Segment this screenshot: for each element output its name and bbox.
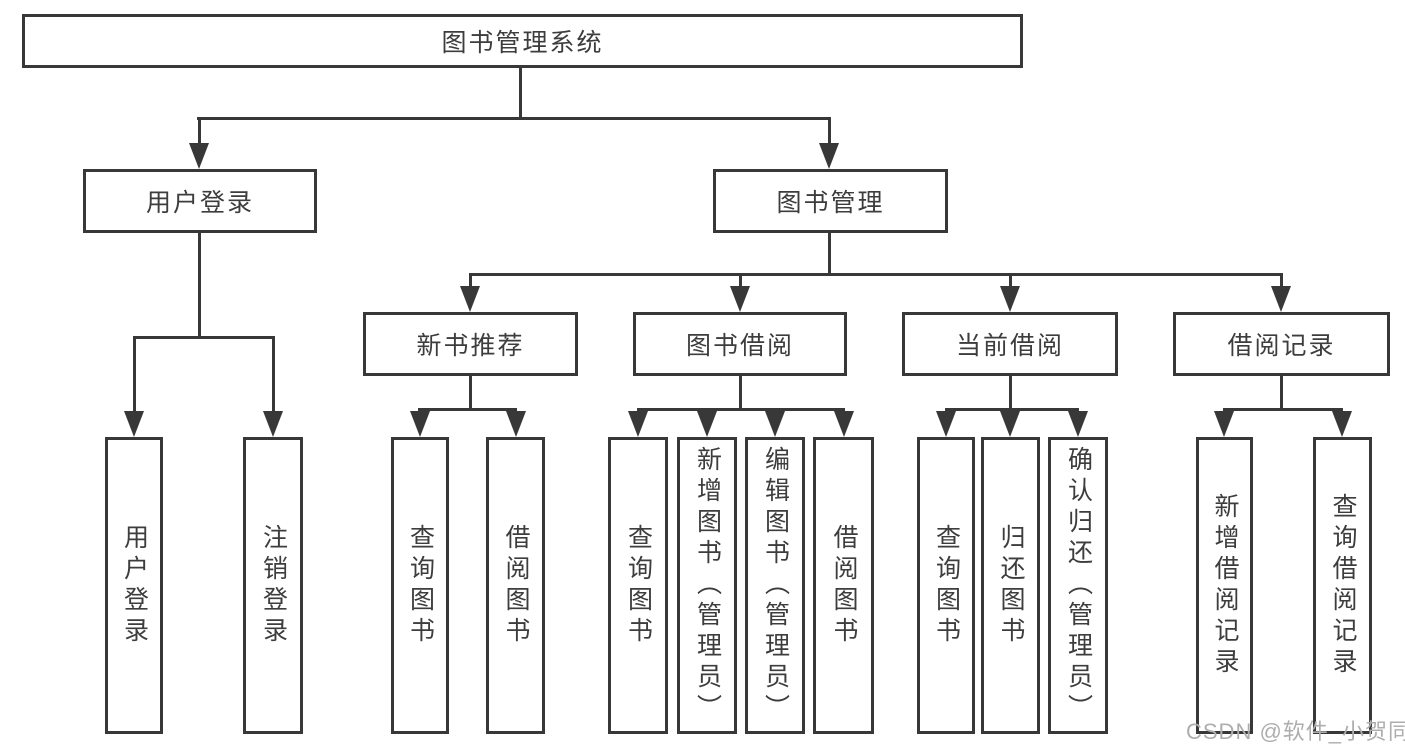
arrowhead-user-login xyxy=(189,143,209,169)
connector-bookmgmt-stem xyxy=(828,231,831,275)
leaf-logout: 注销登录 xyxy=(243,437,303,734)
node-borrowing-records: 借阅记录 xyxy=(1173,312,1390,376)
node-root-library-system: 图书管理系统 xyxy=(22,14,1023,68)
connector-drop-user-login xyxy=(198,117,201,147)
arrowhead-login-leaf xyxy=(124,411,144,437)
connector-root-rail xyxy=(197,117,831,120)
arrowhead-cb-confirm xyxy=(1068,411,1088,437)
arrowhead-borrow-record xyxy=(1271,286,1291,312)
leaf-br-query-record: 查询借阅记录 xyxy=(1313,437,1372,734)
connector-root-stem xyxy=(519,66,522,119)
leaf-user-login: 用户登录 xyxy=(105,437,163,734)
connector-bookborrow-rail xyxy=(637,408,845,411)
connector-borrowrecord-rail xyxy=(1223,408,1343,411)
leaf-bb-borrow-books: 借阅图书 xyxy=(813,437,874,734)
connector-drop-book-borrow xyxy=(739,273,742,289)
connector-bookmgmt-rail xyxy=(469,273,1282,276)
leaf-bb-query-books: 查询图书 xyxy=(608,437,668,734)
arrowhead-bb-query xyxy=(628,411,648,437)
node-new-book-recommend: 新书推荐 xyxy=(363,312,578,376)
arrowhead-cb-return xyxy=(1000,411,1020,437)
node-current-borrowing: 当前借阅 xyxy=(902,312,1118,376)
connector-currentborrow-rail xyxy=(945,408,1079,411)
leaf-bb-add-books-admin: 新增图书（管理员） xyxy=(677,437,737,734)
connector-newbook-stem xyxy=(469,374,472,411)
connector-drop-borrow-record xyxy=(1280,273,1283,289)
arrowhead-book-borrow xyxy=(730,286,750,312)
connector-newbook-rail xyxy=(418,408,517,411)
node-book-borrowing: 图书借阅 xyxy=(633,312,847,376)
arrowhead-logout-leaf xyxy=(263,411,283,437)
arrowhead-new-book xyxy=(460,286,480,312)
connector-drop-login-leaf xyxy=(133,336,136,413)
arrowhead-br-query xyxy=(1332,411,1352,437)
leaf-cb-confirm-return-admin: 确认归还（管理员） xyxy=(1048,437,1108,734)
connector-drop-logout-leaf xyxy=(272,336,275,413)
connector-currentborrow-stem xyxy=(1009,374,1012,411)
connector-bookborrow-stem xyxy=(739,374,742,411)
arrowhead-cb-query xyxy=(936,411,956,437)
connector-userlogin-rail xyxy=(133,336,275,339)
leaf-cb-return-books: 归还图书 xyxy=(981,437,1040,734)
watermark: CSDN @软件_小贺同学 xyxy=(1186,719,1405,744)
leaf-cb-query-books: 查询图书 xyxy=(917,437,975,734)
node-user-login: 用户登录 xyxy=(83,169,317,233)
leaf-bb-edit-books-admin: 编辑图书（管理员） xyxy=(745,437,805,734)
arrowhead-bb-edit xyxy=(765,411,785,437)
connector-drop-current-borrow xyxy=(1009,273,1012,289)
arrowhead-bb-borrow xyxy=(834,411,854,437)
arrowhead-br-add xyxy=(1214,411,1234,437)
leaf-newbook-borrow-books: 借阅图书 xyxy=(486,437,545,734)
connector-borrowrecord-stem xyxy=(1280,374,1283,411)
leaf-newbook-query-books: 查询图书 xyxy=(391,437,449,734)
connector-userlogin-stem xyxy=(198,231,201,338)
arrowhead-current-borrow xyxy=(1000,286,1020,312)
connector-drop-book-mgmt xyxy=(828,117,831,147)
leaf-br-add-record: 新增借阅记录 xyxy=(1196,437,1253,734)
arrowhead-book-mgmt xyxy=(819,143,839,169)
arrowhead-newbook-borrow xyxy=(506,411,526,437)
arrowhead-bb-add xyxy=(697,411,717,437)
node-book-management: 图书管理 xyxy=(713,169,948,233)
arrowhead-newbook-query xyxy=(410,411,430,437)
connector-drop-new-book xyxy=(469,273,472,289)
